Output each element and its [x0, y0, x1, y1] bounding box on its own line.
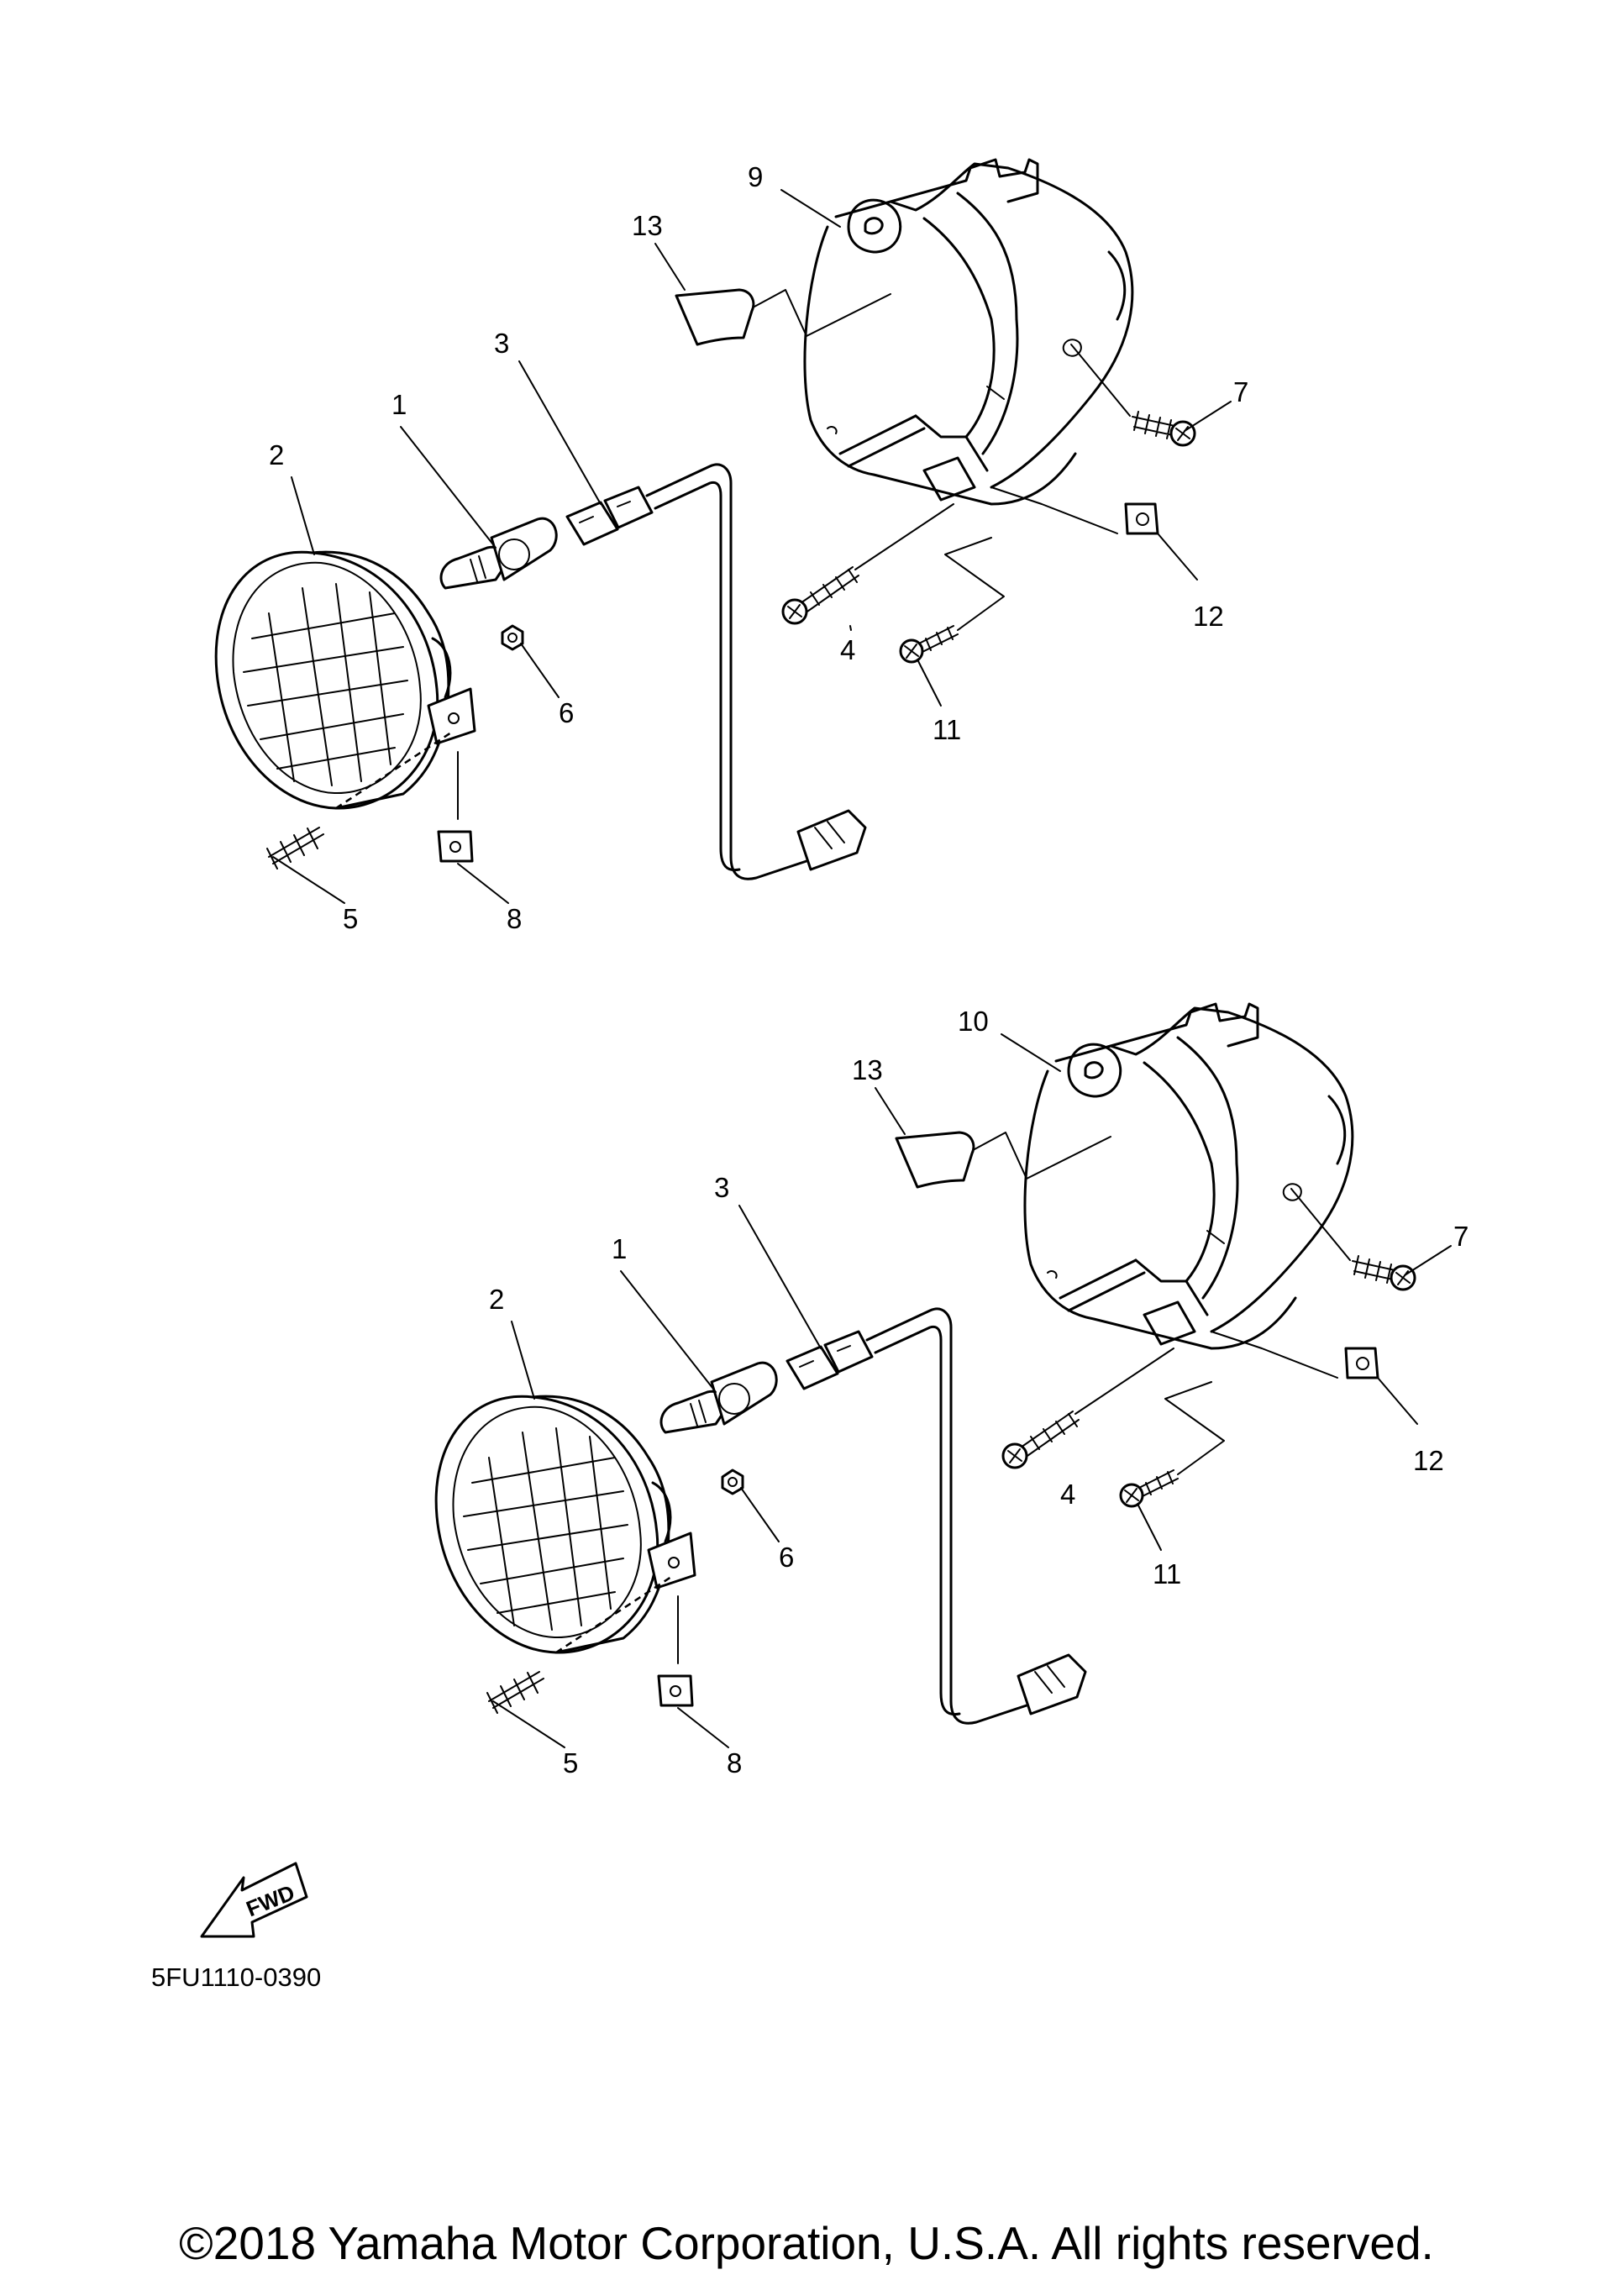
- callout-13-lower: 13: [852, 1054, 883, 1085]
- callout-7-lower: 7: [1453, 1221, 1469, 1252]
- callout-7: 7: [1233, 376, 1248, 407]
- callout-3-lower: 3: [714, 1172, 729, 1203]
- callout-4-lower: 4: [1060, 1479, 1075, 1510]
- callout-3: 3: [494, 328, 509, 359]
- callout-5: 5: [343, 903, 358, 934]
- copyright-notice: ©2018 Yamaha Motor Corporation, U.S.A. A…: [179, 2217, 1434, 2269]
- upper-assembly: 1 2 3 4 5 6 7 8 9 11 12 13: [214, 158, 1248, 934]
- callout-11-lower: 11: [1153, 1558, 1181, 1589]
- callout-10: 10: [958, 1006, 989, 1037]
- cover-13-lower: [895, 1131, 975, 1189]
- callout-2-lower: 2: [489, 1284, 504, 1315]
- callout-4: 4: [840, 634, 855, 665]
- callout-6: 6: [559, 697, 574, 728]
- fwd-arrow-icon: FWD: [200, 1862, 308, 1938]
- callout-6-lower: 6: [779, 1542, 794, 1573]
- callout-2: 2: [269, 439, 284, 470]
- callout-13: 13: [632, 210, 663, 241]
- callout-8: 8: [507, 903, 522, 934]
- callout-5-lower: 5: [563, 1747, 578, 1778]
- callout-12-lower: 12: [1413, 1445, 1444, 1476]
- callout-12: 12: [1193, 601, 1224, 632]
- callout-11: 11: [933, 714, 961, 745]
- callout-8-lower: 8: [727, 1747, 742, 1778]
- callout-9: 9: [748, 161, 763, 192]
- diagram-code: 5FU1110-0390: [151, 1962, 321, 1992]
- lower-assembly: 1 2 3 4 5 6 7 8 10 11 12 13: [434, 1002, 1469, 1778]
- callout-1-lower: 1: [612, 1233, 627, 1264]
- cover-13: [675, 288, 755, 346]
- callout-1: 1: [391, 389, 407, 420]
